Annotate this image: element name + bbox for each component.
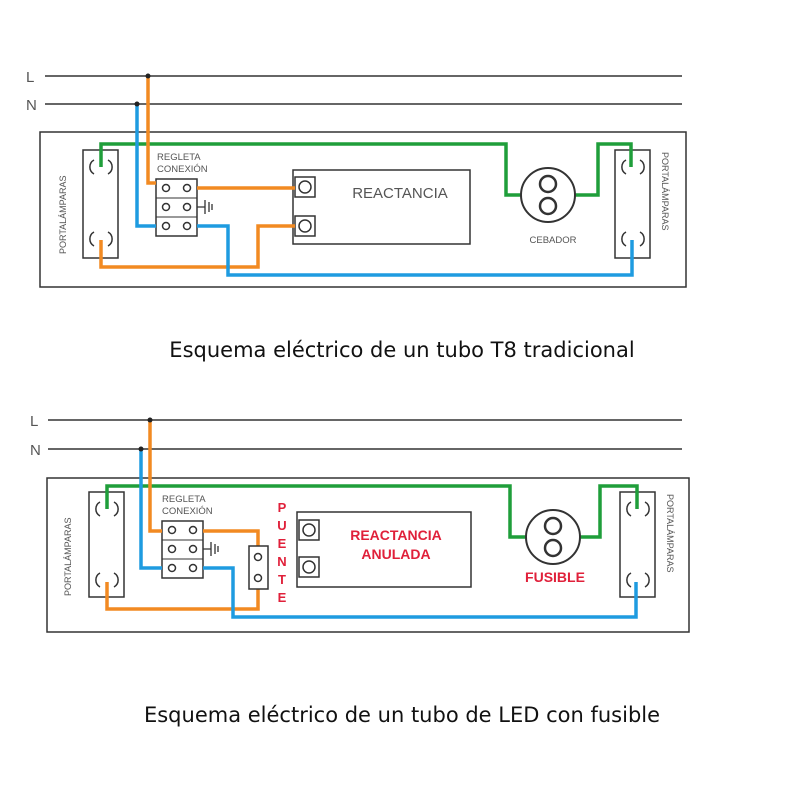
caption-top: Esquema eléctrico de un tubo T8 tradicio…	[169, 338, 634, 362]
ballast-label: REACTANCIA	[352, 185, 448, 202]
green-wire	[105, 484, 639, 539]
ballast-terminal	[298, 556, 320, 578]
pin-icons-right	[626, 501, 650, 588]
blue-wire	[135, 104, 634, 277]
orange-wire	[105, 420, 260, 611]
line-n-label: N	[26, 97, 37, 114]
terminal-block	[155, 178, 198, 237]
ballast-label-2: ANULADA	[361, 546, 430, 562]
bridge-letter: N	[277, 554, 286, 569]
line-l-label: L	[26, 69, 34, 86]
holder-right-label: PORTALÁMPARAS	[660, 152, 670, 231]
bridge-letter: E	[278, 590, 287, 605]
line-n-label: N	[30, 442, 41, 459]
regleta-label-1: REGLETA	[157, 152, 201, 163]
starter-icon	[520, 167, 576, 223]
pin-icons-right	[621, 159, 645, 247]
green-wire	[99, 142, 633, 197]
ballast-box	[292, 169, 471, 245]
bridge-letter: E	[278, 536, 287, 551]
ballast-terminal	[294, 176, 316, 198]
led-diagram: L N PORTALÁMPARAS PORTALÁMPARAS REGLETA …	[30, 413, 690, 727]
orange-wire	[99, 76, 295, 269]
bridge-label: P U E N T E	[277, 500, 286, 605]
ballast-terminal	[298, 519, 320, 541]
bridge-letter: P	[278, 500, 287, 515]
regleta-label-1: REGLETA	[162, 494, 206, 505]
holder-right-label: PORTALÁMPARAS	[665, 494, 675, 573]
regleta-label-2: CONEXIÓN	[157, 164, 208, 175]
line-l-label: L	[30, 413, 38, 430]
ballast-terminal	[294, 215, 316, 237]
ballast-box	[296, 511, 472, 588]
blue-wire	[139, 449, 638, 619]
starter-label: CEBADOR	[530, 235, 577, 246]
regleta-label-2: CONEXIÓN	[162, 506, 213, 517]
pin-icons-left	[95, 501, 119, 588]
terminal-block	[161, 520, 204, 579]
bridge-terminal	[248, 545, 269, 590]
bridge-letter: U	[277, 518, 286, 533]
fuse-icon	[525, 509, 581, 565]
pin-icons-left	[89, 159, 113, 247]
fuse-label: FUSIBLE	[525, 569, 585, 585]
ballast-label-1: REACTANCIA	[350, 527, 442, 543]
ground-icon	[197, 200, 213, 214]
caption-bottom: Esquema eléctrico de un tubo de LED con …	[144, 703, 660, 727]
t8-diagram: L N PORTALÁMPARAS PORTALÁMPARAS REGLETA …	[26, 69, 687, 362]
bridge-letter: T	[278, 572, 286, 587]
holder-left-label: PORTALÁMPARAS	[63, 517, 73, 596]
ground-icon	[203, 542, 219, 556]
holder-left-label: PORTALÁMPARAS	[58, 175, 68, 254]
